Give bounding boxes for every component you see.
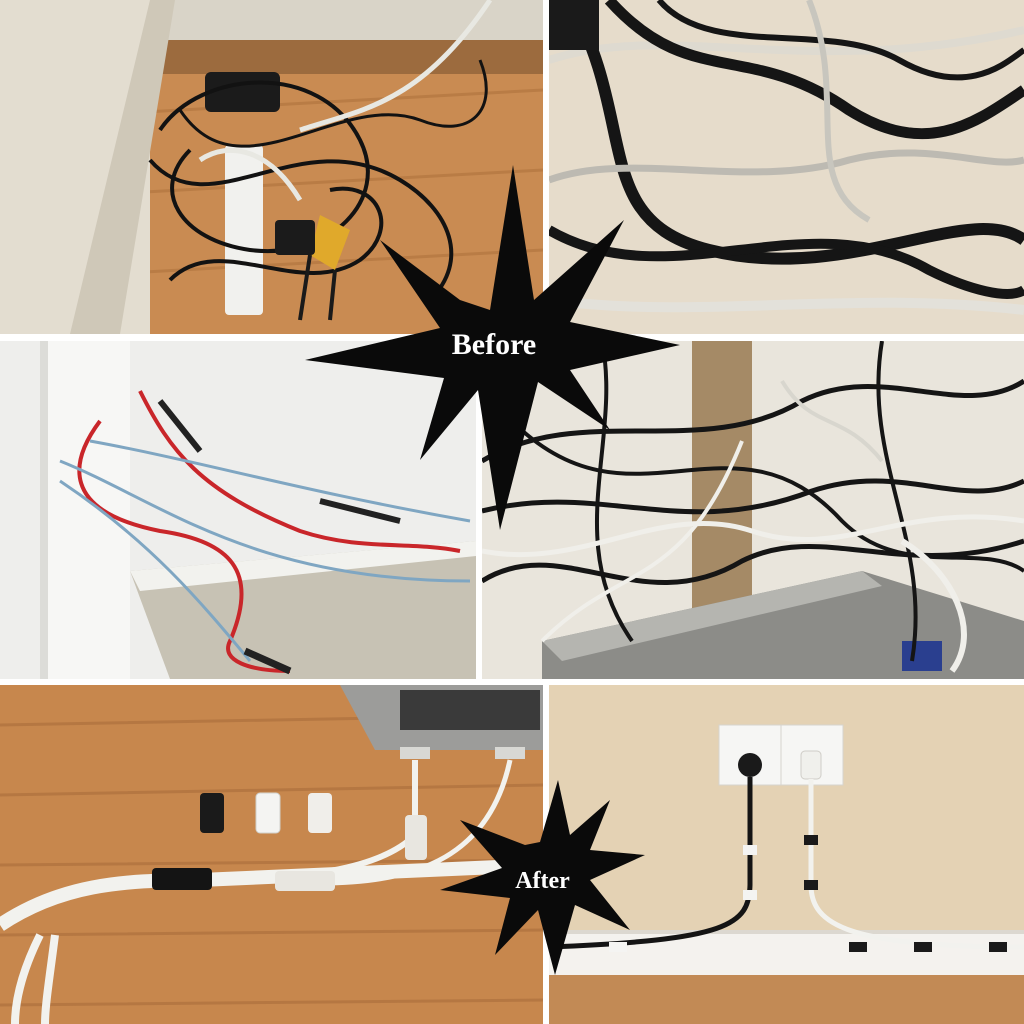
photo-messy-floor-cables — [0, 0, 543, 334]
starburst-shape-after — [440, 780, 645, 975]
photo-clean-wall-outlets — [549, 685, 1024, 1024]
starburst-shape-before — [305, 165, 680, 530]
photo-exposed-wall-wires — [0, 341, 476, 679]
photo-tangled-cables-closeup — [549, 0, 1024, 334]
after-starburst-badge: After — [440, 780, 645, 975]
photo-organized-desk-cables — [0, 685, 543, 1024]
before-starburst-badge: Before — [300, 160, 680, 530]
